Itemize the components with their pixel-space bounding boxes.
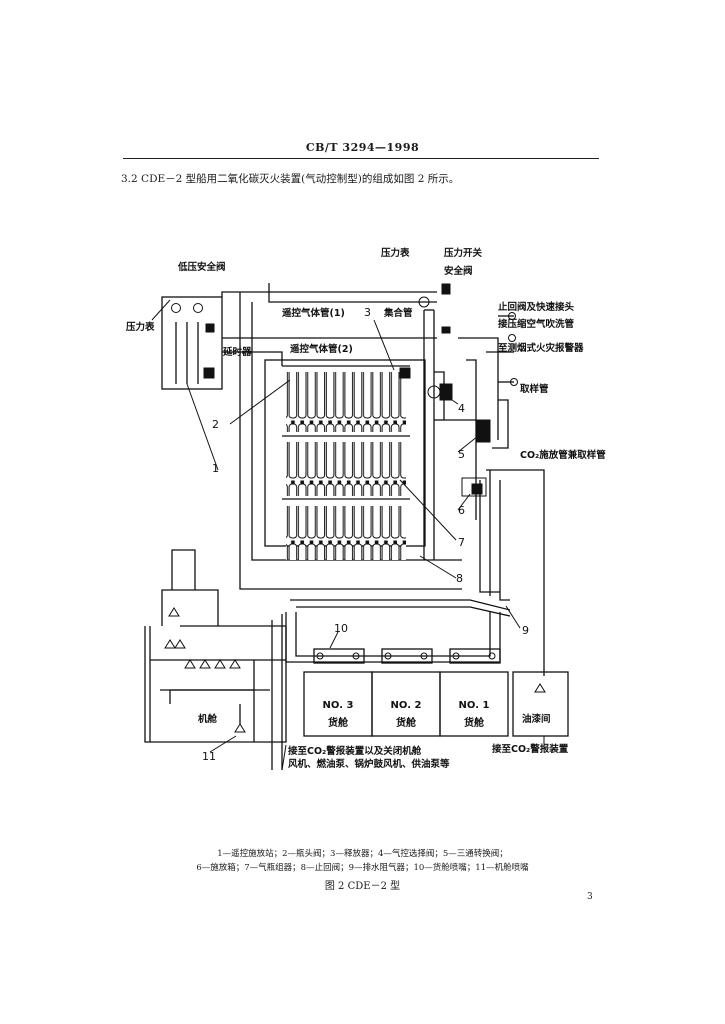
label-control-gas-pipe-2: 遥控气体管(2) <box>290 343 353 355</box>
pipework <box>144 283 545 770</box>
label-pressure-gauge-left: 压力表 <box>126 321 155 333</box>
label-sampling-pipe: 取样管 <box>520 383 549 395</box>
callout-8: 8 <box>456 572 463 585</box>
callout-11: 11 <box>202 750 216 763</box>
pressure-gauge-left-icon <box>171 303 181 313</box>
remote-release-station <box>161 296 223 390</box>
legend-line-2: 6—施放箱；7—气瓶组器；8—止回阀；9—排水阻气器；10—货舱喷嘴；11—机舱… <box>196 863 529 873</box>
legend-line-1: 1—遥控施放站；2—瓶头阀；3—释放器；4—气控选择阀；5—三通转换阀； <box>217 849 508 859</box>
label-safety-valve: 安全阀 <box>444 265 473 277</box>
three-way-valve-icon <box>475 419 491 443</box>
label-to-co2-warning: 接至CO₂警报装置 <box>492 743 569 755</box>
callout-1: 1 <box>212 462 219 475</box>
label-check-valve-quick-joint: 止回阀及快速接头 <box>498 301 575 313</box>
label-compressed-air-purge: 接压缩空气吹洗管 <box>498 318 575 330</box>
fittings <box>164 283 546 733</box>
hold-no3-name: 货舱 <box>328 716 349 729</box>
standard-code: CB/T 3294—1998 <box>305 141 420 154</box>
pressure-gauge-top-icon <box>418 296 430 308</box>
header-rule <box>123 158 599 159</box>
label-paint-store: 油漆间 <box>522 713 551 725</box>
hold-no1-name: 货舱 <box>464 716 485 729</box>
label-pressure-gauge-top: 压力表 <box>381 247 410 259</box>
label-manifold: 集合管 <box>383 307 413 319</box>
cargo-holds <box>303 648 569 737</box>
callout-9: 9 <box>522 624 529 637</box>
label-pressure-switch: 压力开关 <box>444 247 483 259</box>
callout-6: 6 <box>458 504 465 517</box>
release-box-icon <box>461 477 487 497</box>
engine-nozzle-icon <box>234 723 246 733</box>
hold-no1-number: NO. 1 <box>459 700 490 711</box>
label-delay-device: 延时器 <box>222 346 252 358</box>
callout-7: 7 <box>458 536 465 549</box>
co2-bottle-bank-3 <box>286 506 406 560</box>
label-to-smoke-detector: 至测烟式火灾报警器 <box>498 342 584 354</box>
leader-lines <box>151 299 545 771</box>
figure-title: 图 2 CDE－2 型 <box>324 881 401 892</box>
page-number: 3 <box>587 892 593 902</box>
hold-no3-number: NO. 3 <box>323 700 354 711</box>
co2-bottle-bank-1 <box>286 372 406 432</box>
section-text: 3.2 CDE－2 型船用二氧化碳灭火装置(气动控制型)的组成如图 2 所示。 <box>121 173 460 185</box>
label-to-co2-alarm-line1: 接至CO₂警报装置以及关闭机舱 <box>288 745 422 757</box>
callout-4: 4 <box>458 402 465 415</box>
callout-5: 5 <box>458 448 465 461</box>
hold-no2-number: NO. 2 <box>391 700 422 711</box>
paint-store-box <box>512 671 569 737</box>
label-engine-room: 机舱 <box>198 713 218 725</box>
co2-bottle-bank-2 <box>286 442 406 496</box>
callout-2: 2 <box>212 418 219 431</box>
callout-3: 3 <box>364 306 371 319</box>
label-to-co2-alarm-line2: 风机、燃油泵、锅炉鼓风机、供油泵等 <box>288 758 450 770</box>
label-co2-sampling-pipe: CO₂施放管兼取样管 <box>520 449 606 461</box>
hold-no2-name: 货舱 <box>396 716 417 729</box>
label-control-gas-pipe-1: 遥控气体管(1) <box>282 307 345 319</box>
callout-10: 10 <box>334 622 348 635</box>
label-pilot-safety-valve: 低压安全阀 <box>177 261 226 273</box>
hold-no1-box <box>439 671 509 737</box>
